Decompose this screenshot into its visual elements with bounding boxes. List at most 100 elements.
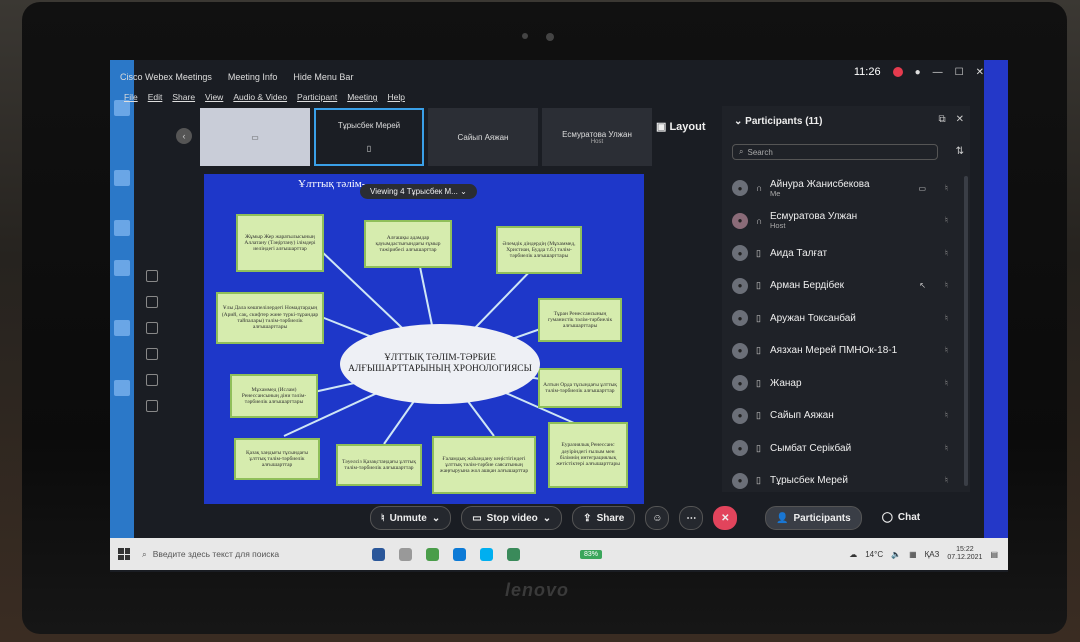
close-icon[interactable]: ✕ [975,66,984,78]
laptop-brand-logo: lenovo [505,580,570,600]
minimize-icon[interactable]: — [932,66,943,78]
viewing-dropdown[interactable]: Viewing 4 Тұрысбек М... ⌄ [360,184,477,199]
participant-name: Сайып Аяжан [770,410,834,422]
filmstrip-prev-button[interactable]: ‹ [176,128,192,144]
tool-icon[interactable] [146,400,158,412]
avatar: ● [732,472,748,489]
stop-video-button[interactable]: ▭ Stop video ⌄ [461,506,563,530]
participant-row[interactable]: ● ▯ Тұрысбек Мерей ♮ [732,465,962,498]
chat-icon: ◯ [881,511,893,523]
mic-muted-icon[interactable]: ♮ [944,247,948,258]
desktop-app-icon[interactable] [114,260,130,276]
tool-icon[interactable] [146,322,158,334]
battery-indicator[interactable]: 83% [580,549,603,559]
weather-icon: ☁ [849,549,858,559]
edge-icon[interactable] [453,547,466,561]
mic-muted-icon[interactable]: ♮ [944,410,948,421]
participant-row[interactable]: ● ▯ Сымбат Серікбай ♮ [732,432,962,465]
unmute-button[interactable]: ♮ Unmute ⌄ [370,506,452,530]
mic-muted-icon[interactable]: ♮ [944,442,948,453]
webex-taskbar-icon[interactable] [507,547,520,561]
video-tile[interactable]: Есмуратова Улжан Host [542,108,652,166]
tool-icon[interactable] [146,296,158,308]
participant-name: Аружан Токсанбай [770,312,856,324]
video-icon: ▭ [918,183,926,193]
chrome-icon[interactable] [426,547,439,561]
menu-file[interactable]: File [124,92,138,102]
desktop-app-icon[interactable] [114,220,130,236]
desktop-app-icon[interactable] [114,100,130,116]
share-button[interactable]: ⇪ Share [572,506,636,530]
webex-app-title: Cisco Webex Meetings [120,72,212,82]
status-icon: ● [914,66,921,78]
viewing-label: Viewing 4 Тұрысбек М... [370,187,458,196]
mic-muted-icon[interactable]: ♮ [944,182,948,193]
participant-row[interactable]: ● ▯ Арман Бердібек ↖ ♮ [732,270,962,303]
mic-muted-icon: ♮ [381,512,385,524]
popout-icon[interactable]: ⧉ [938,114,946,125]
menu-view[interactable]: View [205,92,224,102]
menu-audio-video[interactable]: Audio & Video [233,92,288,102]
participant-search-input[interactable]: ⌕ Search [732,144,938,160]
mic-icon[interactable]: ♮ [944,475,948,486]
maximize-icon[interactable]: ☐ [954,66,964,78]
participant-row[interactable]: ● ▯ Жанар ♮ [732,367,962,400]
volume-icon[interactable]: 🔈 [891,549,902,559]
tool-icon[interactable] [146,270,158,282]
participant-row[interactable]: ● ▯ Аида Талғат ♮ [732,237,962,270]
language-indicator[interactable]: ҚАЗ [924,549,940,559]
menu-participant[interactable]: Participant [297,92,338,102]
task-view-icon[interactable] [399,547,412,561]
slide-box: Тұран Ренессансының гуманистік тәлім-тәр… [538,298,622,342]
windows-start-icon[interactable] [118,548,130,560]
mic-muted-icon[interactable]: ♮ [944,377,948,388]
video-tile[interactable]: Сайып Аяжан [428,108,538,166]
network-icon[interactable]: ▦ [909,549,917,559]
slide-title: Ұлттық тәлім- [298,178,366,190]
meeting-info-button[interactable]: Meeting Info [227,72,278,82]
participant-row[interactable]: ● ∩ Айнура Жанисбекова Me ▭ ♮ [732,172,962,205]
menu-help[interactable]: Help [387,92,405,102]
participant-name: Тұрысбек Мерей [770,475,848,487]
zoom-in-icon[interactable] [146,348,158,360]
word-icon[interactable] [372,547,385,561]
menu-meeting[interactable]: Meeting [347,92,378,102]
zoom-out-icon[interactable] [146,374,158,386]
layout-button[interactable]: ▣ Layout [656,121,706,133]
leave-meeting-button[interactable]: ✕ [713,506,738,530]
tile-name: Тұрысбек Мерей [337,121,401,130]
desktop-app-icon[interactable] [114,320,130,336]
mic-muted-icon[interactable]: ♮ [944,280,948,291]
participant-row[interactable]: ● ▯ Аружан Токсанбай ♮ [732,302,962,335]
notifications-icon[interactable]: ▤ [990,549,998,559]
hide-menu-bar-button[interactable]: Hide Menu Bar [293,72,354,82]
desktop-app-icon[interactable] [114,380,130,396]
taskbar-clock[interactable]: 15:22 07.12.2021 [947,546,982,561]
mic-muted-icon[interactable]: ♮ [944,312,948,323]
mic-muted-icon[interactable]: ♮ [944,215,948,226]
avatar: ● [732,245,748,262]
participants-scrollbar[interactable] [964,176,968,486]
video-tile[interactable]: ▭ [200,108,310,166]
menu-edit[interactable]: Edit [147,92,163,102]
chevron-down-icon[interactable]: ⌄ [734,116,746,127]
participants-button[interactable]: 👤 Participants [765,506,862,530]
more-button[interactable]: ⋯ [679,506,704,530]
desktop-app-icon[interactable] [114,170,130,186]
chat-button[interactable]: ◯ Chat [872,506,930,528]
menu-share[interactable]: Share [172,92,196,102]
close-icon[interactable]: ✕ [955,114,964,125]
temperature[interactable]: 14°C [865,549,884,559]
skype-icon[interactable] [480,547,493,561]
video-tile-selected[interactable]: Тұрысбек Мерей ▯ [314,108,424,166]
mic-muted-icon[interactable]: ♮ [944,345,948,356]
sort-icon[interactable]: ⇅ [955,146,964,157]
chevron-down-icon: ⌄ [431,512,441,524]
participant-name: Арман Бердібек [770,280,845,292]
participants-icon: 👤 [776,512,789,524]
participant-row[interactable]: ● ∩ Есмуратова Улжан Host ♮ [732,205,962,238]
participant-row[interactable]: ● ▯ Аязхан Мерей ПМНОк-18-1 ♮ [732,335,962,368]
taskbar-search-input[interactable]: ⌕ Введите здесь текст для поиска [142,549,342,560]
participant-row[interactable]: ● ▯ Сайып Аяжан ♮ [732,400,962,433]
reactions-button[interactable]: ☺ [645,506,670,530]
